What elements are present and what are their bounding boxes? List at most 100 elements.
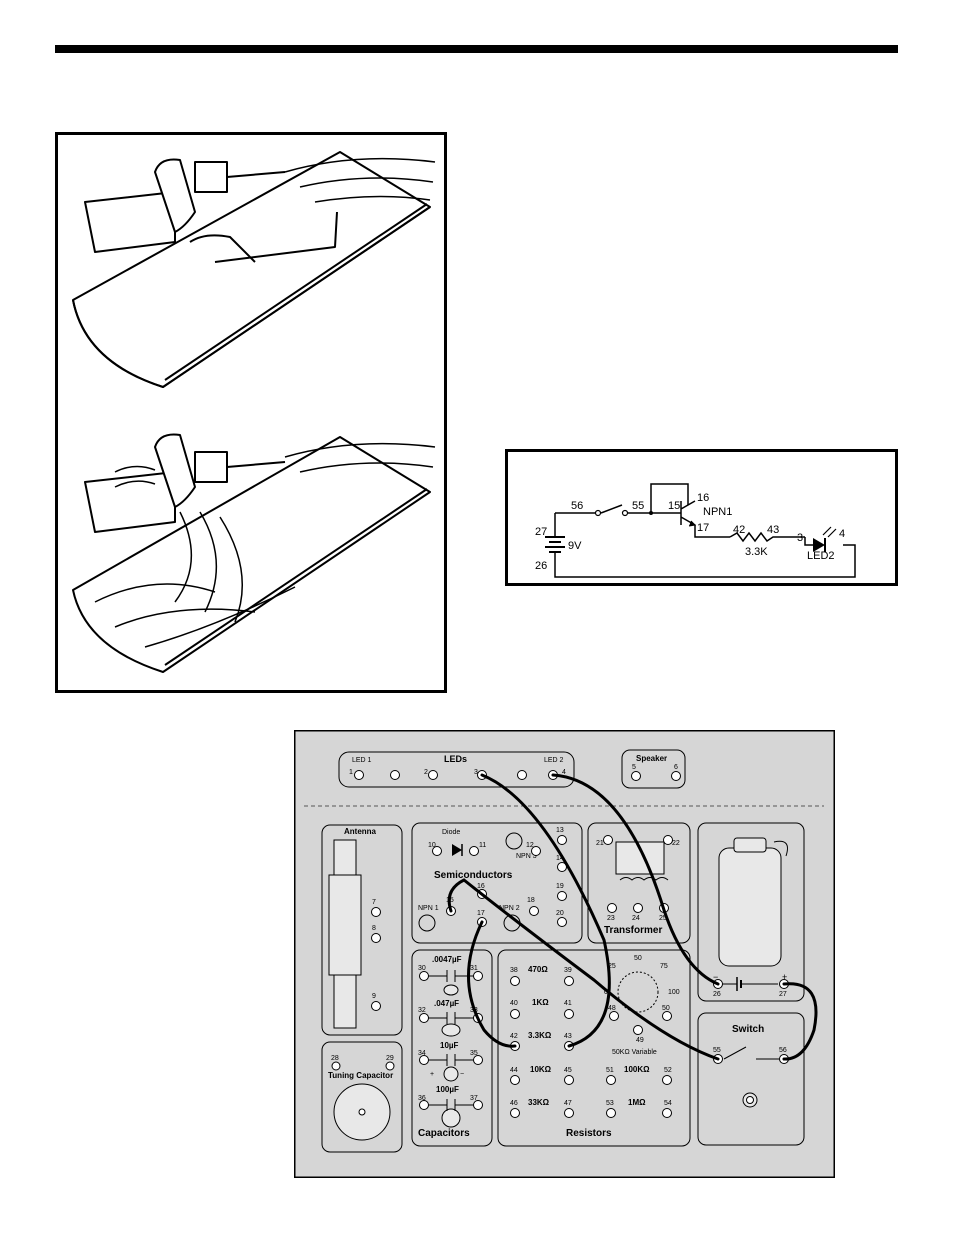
- svg-text:7: 7: [372, 899, 376, 906]
- trough-dry: [72, 151, 436, 388]
- terminal-2: [428, 770, 438, 780]
- svg-text:2: 2: [424, 769, 428, 776]
- svg-text:37: 37: [470, 1095, 478, 1102]
- top-rule: [55, 45, 898, 53]
- svg-text:52: 52: [664, 1067, 672, 1074]
- label-resistor: 3.3K: [745, 546, 768, 558]
- label-27: 27: [535, 526, 547, 538]
- svg-text:9: 9: [372, 993, 376, 1000]
- label-4: 4: [839, 528, 845, 540]
- svg-text:Transformer: Transformer: [604, 925, 662, 936]
- svg-text:16: 16: [477, 883, 485, 890]
- label-9v: 9V: [568, 540, 582, 552]
- svg-text:−: −: [713, 972, 718, 982]
- wires: [447, 773, 818, 1061]
- svg-text:42: 42: [510, 1033, 518, 1040]
- svg-text:49: 49: [636, 1037, 644, 1044]
- svg-text:6: 6: [674, 764, 678, 771]
- battery-panel: − + 26 27: [697, 822, 805, 1002]
- label-42: 42: [733, 524, 745, 536]
- svg-text:NPN 2: NPN 2: [499, 905, 520, 912]
- svg-text:32: 32: [418, 1007, 426, 1014]
- svg-text:10KΩ: 10KΩ: [530, 1065, 552, 1074]
- svg-text:50KΩ Variable: 50KΩ Variable: [612, 1049, 657, 1056]
- svg-text:50: 50: [662, 1005, 670, 1012]
- label-17: 17: [697, 522, 709, 534]
- svg-text:22: 22: [672, 840, 680, 847]
- svg-text:100: 100: [668, 989, 680, 996]
- svg-text:50: 50: [634, 955, 642, 962]
- speaker-panel: Speaker 5 6: [621, 749, 686, 789]
- svg-text:53: 53: [606, 1100, 614, 1107]
- svg-text:36: 36: [418, 1095, 426, 1102]
- capacitors-panel: Capacitors .0047µF .047µF 10µF 100µF 30 …: [411, 949, 493, 1147]
- svg-text:54: 54: [664, 1100, 672, 1107]
- trough-illustration: [55, 132, 447, 693]
- svg-text:23: 23: [607, 915, 615, 922]
- svg-text:46: 46: [510, 1100, 518, 1107]
- wire-4-to-26: [551, 773, 720, 986]
- svg-text:20: 20: [556, 910, 564, 917]
- resistors-panel: Resistors 470Ω 1KΩ 3.3KΩ 10KΩ 33KΩ 100KΩ…: [497, 949, 691, 1147]
- antenna-panel: Antenna 7 8 9: [321, 824, 403, 1036]
- svg-text:75: 75: [660, 963, 668, 970]
- svg-text:34: 34: [418, 1050, 426, 1057]
- label-3: 3: [797, 532, 803, 544]
- svg-text:55: 55: [713, 1047, 721, 1054]
- svg-text:8: 8: [372, 925, 376, 932]
- svg-text:3.3KΩ: 3.3KΩ: [528, 1031, 552, 1040]
- svg-text:45: 45: [564, 1067, 572, 1074]
- svg-text:3: 3: [474, 769, 478, 776]
- svg-text:40: 40: [510, 1000, 518, 1007]
- svg-text:44: 44: [510, 1067, 518, 1074]
- svg-text:25: 25: [659, 915, 667, 922]
- svg-text:0: 0: [604, 989, 608, 996]
- svg-text:10µF: 10µF: [440, 1041, 459, 1050]
- label-43: 43: [767, 524, 779, 536]
- label-56: 56: [571, 500, 583, 512]
- svg-text:10: 10: [428, 842, 436, 849]
- svg-text:Resistors: Resistors: [566, 1128, 612, 1139]
- label-55: 55: [632, 500, 644, 512]
- svg-text:38: 38: [510, 967, 518, 974]
- svg-text:29: 29: [386, 1055, 394, 1062]
- svg-text:30: 30: [418, 965, 426, 972]
- svg-text:13: 13: [556, 827, 564, 834]
- svg-text:470Ω: 470Ω: [528, 965, 548, 974]
- svg-text:24: 24: [632, 915, 640, 922]
- svg-text:14: 14: [556, 855, 564, 862]
- label-npn1: NPN1: [703, 506, 732, 518]
- terminal-1: [354, 770, 364, 780]
- label-16: 16: [697, 492, 709, 504]
- junction-dot: [649, 511, 653, 515]
- wire-27-to-56: [782, 982, 818, 1061]
- svg-text:1: 1: [349, 769, 353, 776]
- svg-text:Capacitors: Capacitors: [418, 1128, 470, 1139]
- svg-text:LED 2: LED 2: [544, 757, 564, 764]
- svg-text:33KΩ: 33KΩ: [528, 1098, 550, 1107]
- svg-text:25: 25: [608, 963, 616, 970]
- svg-text:+: +: [430, 1071, 434, 1078]
- svg-text:56: 56: [779, 1047, 787, 1054]
- led-light-arrows: [822, 526, 837, 538]
- label-led2: LED2: [807, 550, 835, 562]
- svg-text:LEDs: LEDs: [444, 754, 467, 764]
- svg-text:Antenna: Antenna: [344, 827, 377, 836]
- label-15: 15: [668, 500, 680, 512]
- switch-panel: Switch 55 56: [697, 1012, 805, 1146]
- svg-text:Tuning Capacitor: Tuning Capacitor: [328, 1071, 393, 1080]
- svg-text:26: 26: [713, 991, 721, 998]
- svg-text:11: 11: [479, 842, 486, 849]
- svg-text:1KΩ: 1KΩ: [532, 998, 549, 1007]
- svg-text:39: 39: [564, 967, 572, 974]
- svg-text:−: −: [460, 1071, 464, 1078]
- switch-contact-55: [621, 509, 629, 517]
- project-board: LEDs LED 1 LED 2 1 2 3 4 Speaker 5 6 Ant…: [294, 730, 835, 1178]
- svg-text:NPN 1: NPN 1: [418, 905, 439, 912]
- svg-text:.047µF: .047µF: [434, 999, 459, 1008]
- svg-text:100KΩ: 100KΩ: [624, 1065, 650, 1074]
- svg-text:5: 5: [632, 764, 636, 771]
- svg-text:Speaker: Speaker: [636, 754, 667, 763]
- svg-text:+: +: [782, 972, 787, 982]
- wire-3-to-43: [480, 773, 611, 1048]
